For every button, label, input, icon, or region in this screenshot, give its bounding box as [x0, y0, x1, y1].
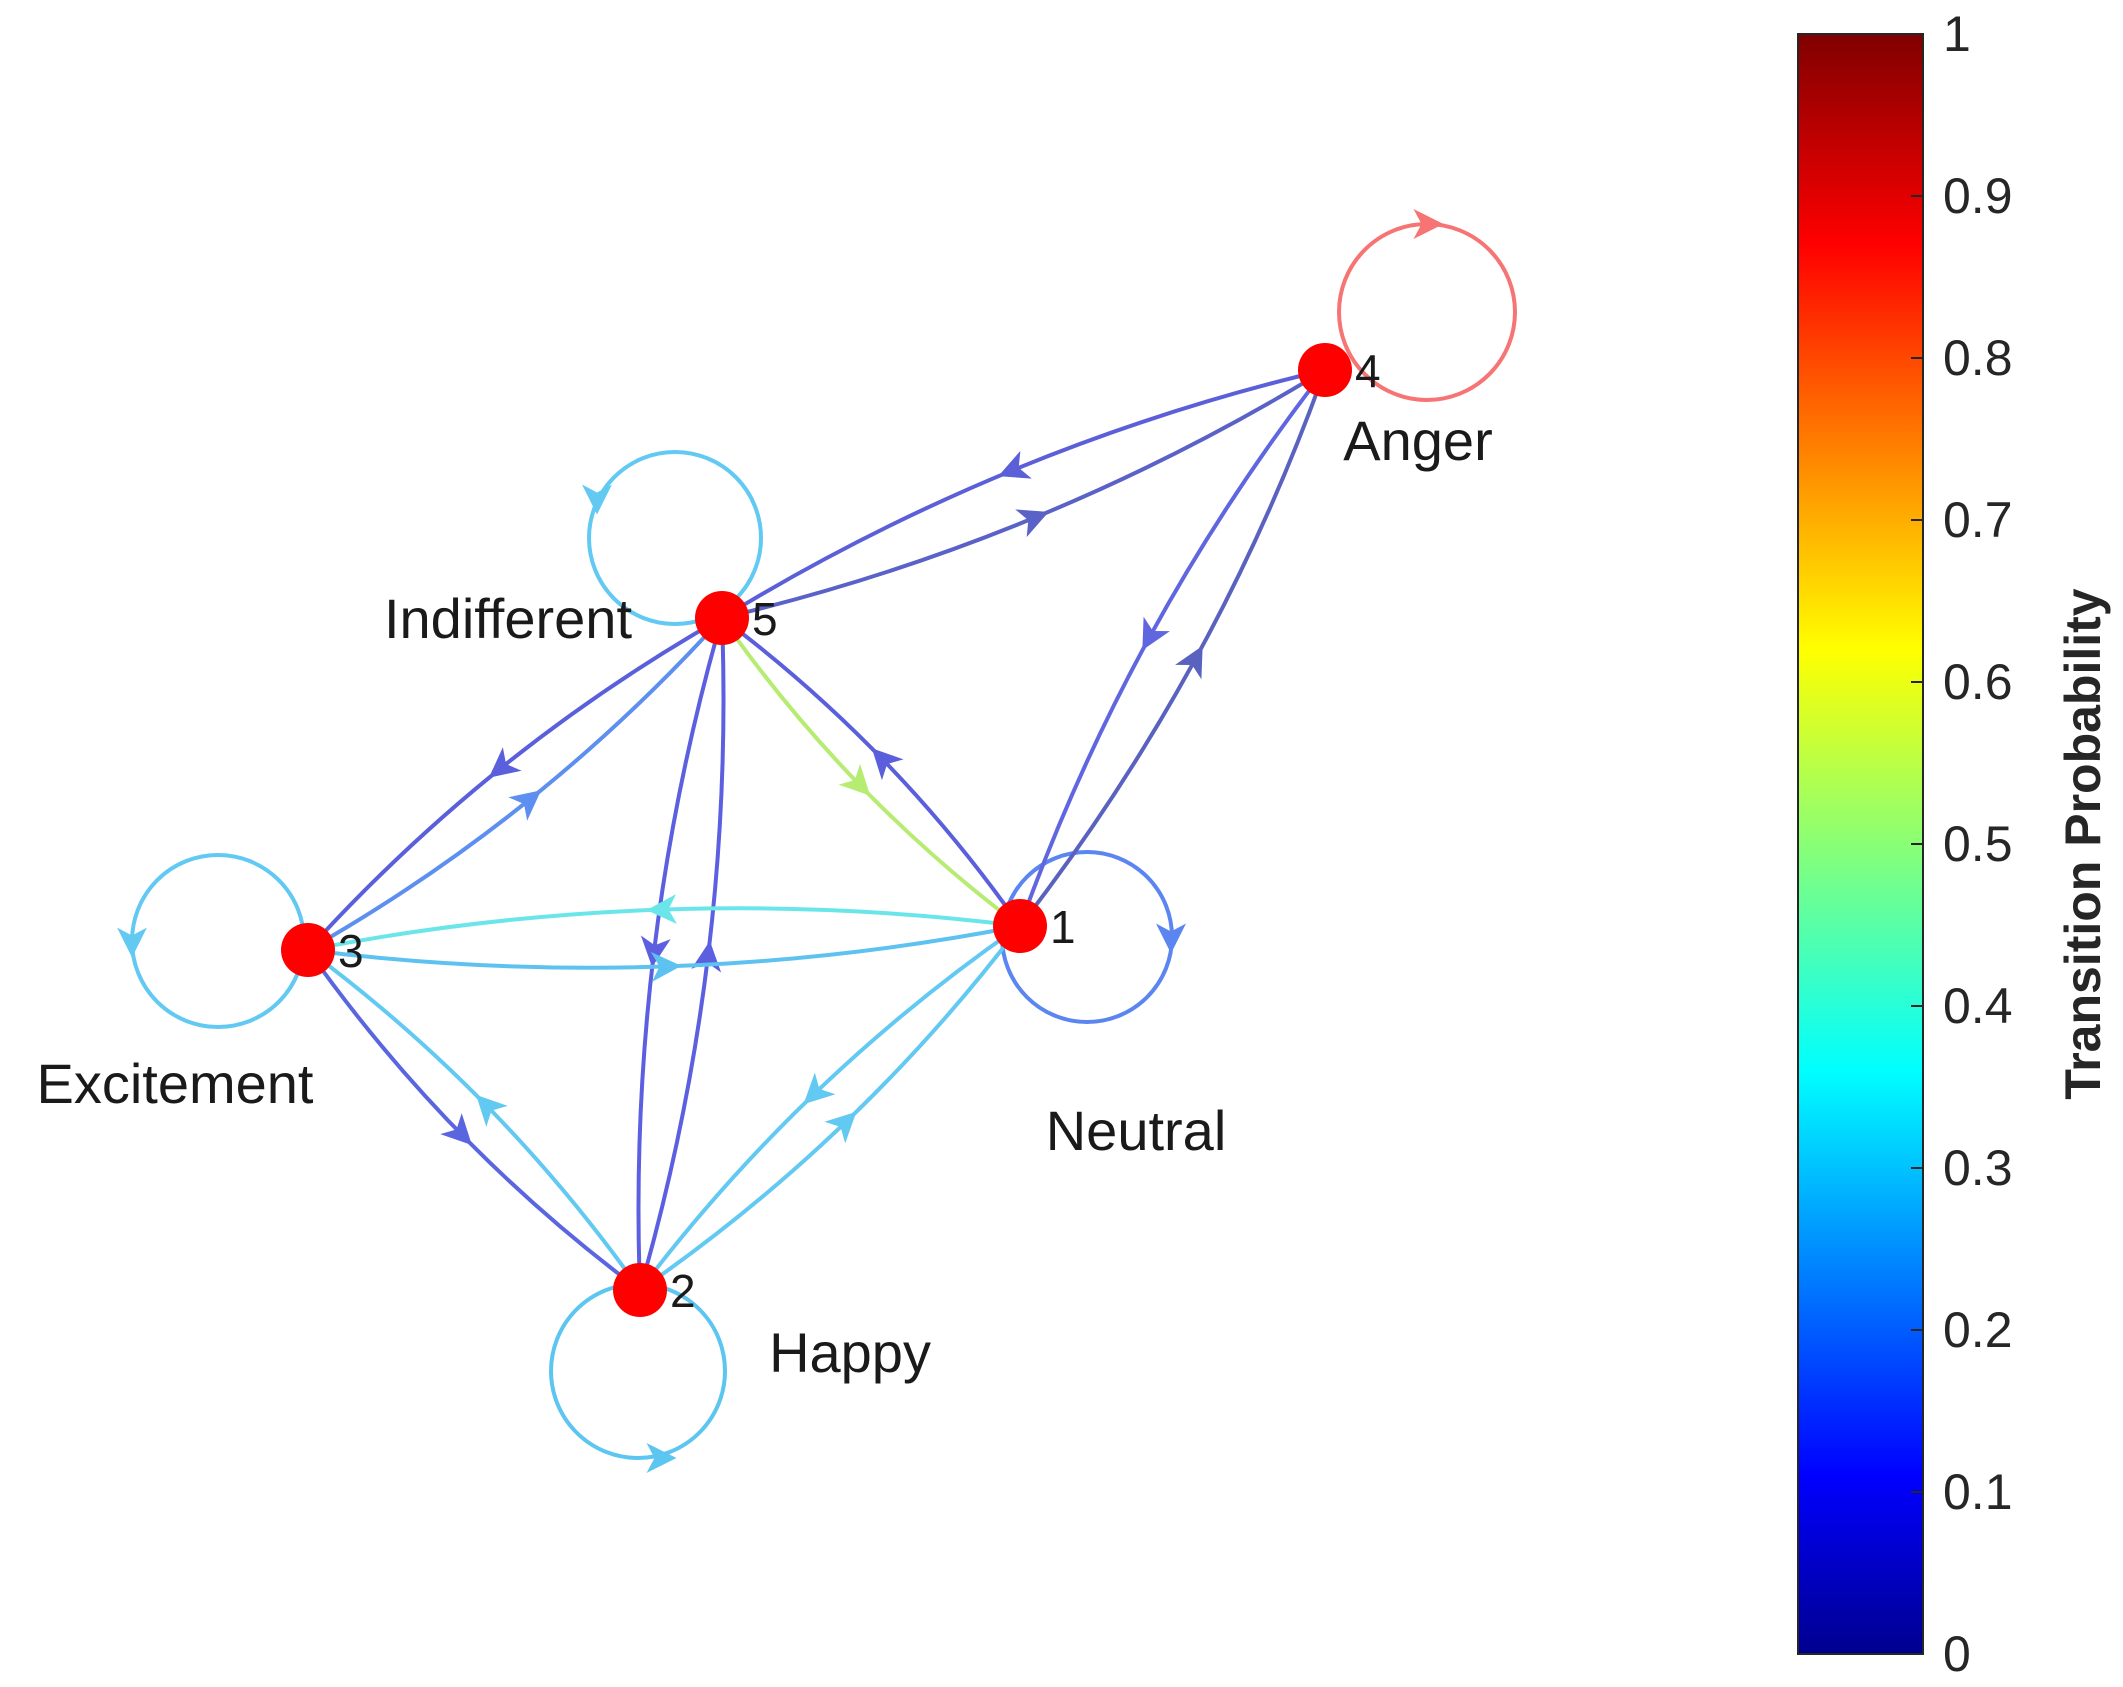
edge-arrow [508, 790, 542, 821]
edge-3-to-1 [307, 924, 1021, 982]
colorbar-tick-label: 0.6 [1943, 654, 2013, 710]
self-loop-5 [587, 450, 763, 626]
edge-5-to-1 [720, 616, 1022, 928]
edge-arrow [640, 935, 671, 968]
edge-line [638, 924, 1022, 1292]
colorbar-tick-label: 0.4 [1943, 978, 2013, 1034]
node-state-name: Indifferent [384, 587, 632, 650]
colorbar-tick-label: 0 [1943, 1626, 1971, 1682]
node-id-label: 4 [1355, 345, 1381, 397]
node-state-name: Excitement [37, 1052, 314, 1115]
colorbar-tick-label: 0.1 [1943, 1464, 2013, 1520]
node-marker [281, 923, 335, 977]
edge-arrow [488, 747, 522, 778]
colorbar-tick-label: 0.8 [1943, 330, 2013, 386]
edge-1-to-2 [638, 924, 1022, 1292]
edge-line [306, 948, 642, 1292]
edge-line [306, 948, 642, 1292]
edge-arrow [998, 450, 1032, 479]
edge-arrow [803, 1072, 836, 1105]
colorbar: 0 0.1 0.2 0.3 0.4 0.5 0.6 0.7 0.8 0.9 1 Transition… [1797, 6, 2111, 1682]
edge-1-to-5 [720, 616, 1022, 928]
edge-2-to-3 [306, 948, 642, 1292]
edge-5-to-5 [582, 450, 763, 626]
node-id-label: 1 [1050, 901, 1076, 953]
node-state-name: Happy [769, 1321, 931, 1384]
edge-arrow [1156, 923, 1186, 954]
edge-arrow [838, 763, 871, 796]
edge-3-to-2 [306, 948, 642, 1292]
edge-arrow [440, 1113, 472, 1146]
colorbar-tick-label: 0.3 [1943, 1140, 2013, 1196]
node-marker [695, 591, 749, 645]
edge-4-to-5 [720, 368, 1326, 620]
edge-5-to-3 [306, 616, 723, 952]
edge-arrow [646, 1443, 677, 1473]
edge-5-to-2 [636, 617, 724, 1291]
edge-line [720, 616, 1022, 928]
edge-arrow [646, 894, 678, 925]
node-id-label: 5 [752, 593, 778, 645]
edge-3-to-5 [307, 616, 724, 952]
edge-4-to-1 [1018, 368, 1327, 927]
edge-arrow [871, 748, 904, 781]
edge-arrow [824, 1111, 857, 1144]
edge-arrow [650, 951, 682, 982]
edge-arrow [1175, 645, 1203, 680]
node-5: 5 Indifferent [384, 587, 778, 650]
edge-4-to-4 [1337, 209, 1517, 402]
colorbar-tick-label: 0.9 [1943, 168, 2013, 224]
edge-2-to-1 [638, 924, 1022, 1292]
node-id-label: 2 [670, 1265, 696, 1317]
edge-line [720, 616, 1022, 928]
colorbar-gradient-bar [1797, 33, 1924, 1655]
edge-5-to-4 [721, 368, 1327, 620]
colorbar-tick-label: 0.2 [1943, 1302, 2013, 1358]
edge-arrow [1142, 616, 1170, 651]
colorbar-ticks: 0 0.1 0.2 0.3 0.4 0.5 0.6 0.7 0.8 0.9 1 [1911, 6, 2013, 1682]
edge-1-to-4 [1018, 369, 1327, 928]
node-marker [613, 1263, 667, 1317]
edge-line [638, 924, 1022, 1292]
node-state-name: Neutral [1046, 1099, 1227, 1162]
edge-1-to-3 [307, 894, 1021, 952]
self-loop-3 [130, 853, 306, 1029]
edge-arrow [1413, 209, 1444, 239]
node-id-label: 3 [338, 925, 364, 977]
colorbar-tick-label: 0.7 [1943, 492, 2013, 548]
node-marker [993, 899, 1047, 953]
edges-layer [117, 209, 1517, 1473]
edge-3-to-3 [117, 853, 306, 1029]
edge-arrow [582, 484, 612, 515]
node-state-name: Anger [1343, 409, 1492, 472]
colorbar-title: Transition Probability [2055, 588, 2111, 1099]
edge-arrow [1015, 509, 1049, 538]
edge-arrow [117, 927, 147, 958]
node-marker [1298, 343, 1352, 397]
colorbar-tick-label: 1 [1943, 6, 1971, 62]
edge-arrow [476, 1094, 508, 1127]
colorbar-tick-label: 0.5 [1943, 816, 2013, 872]
